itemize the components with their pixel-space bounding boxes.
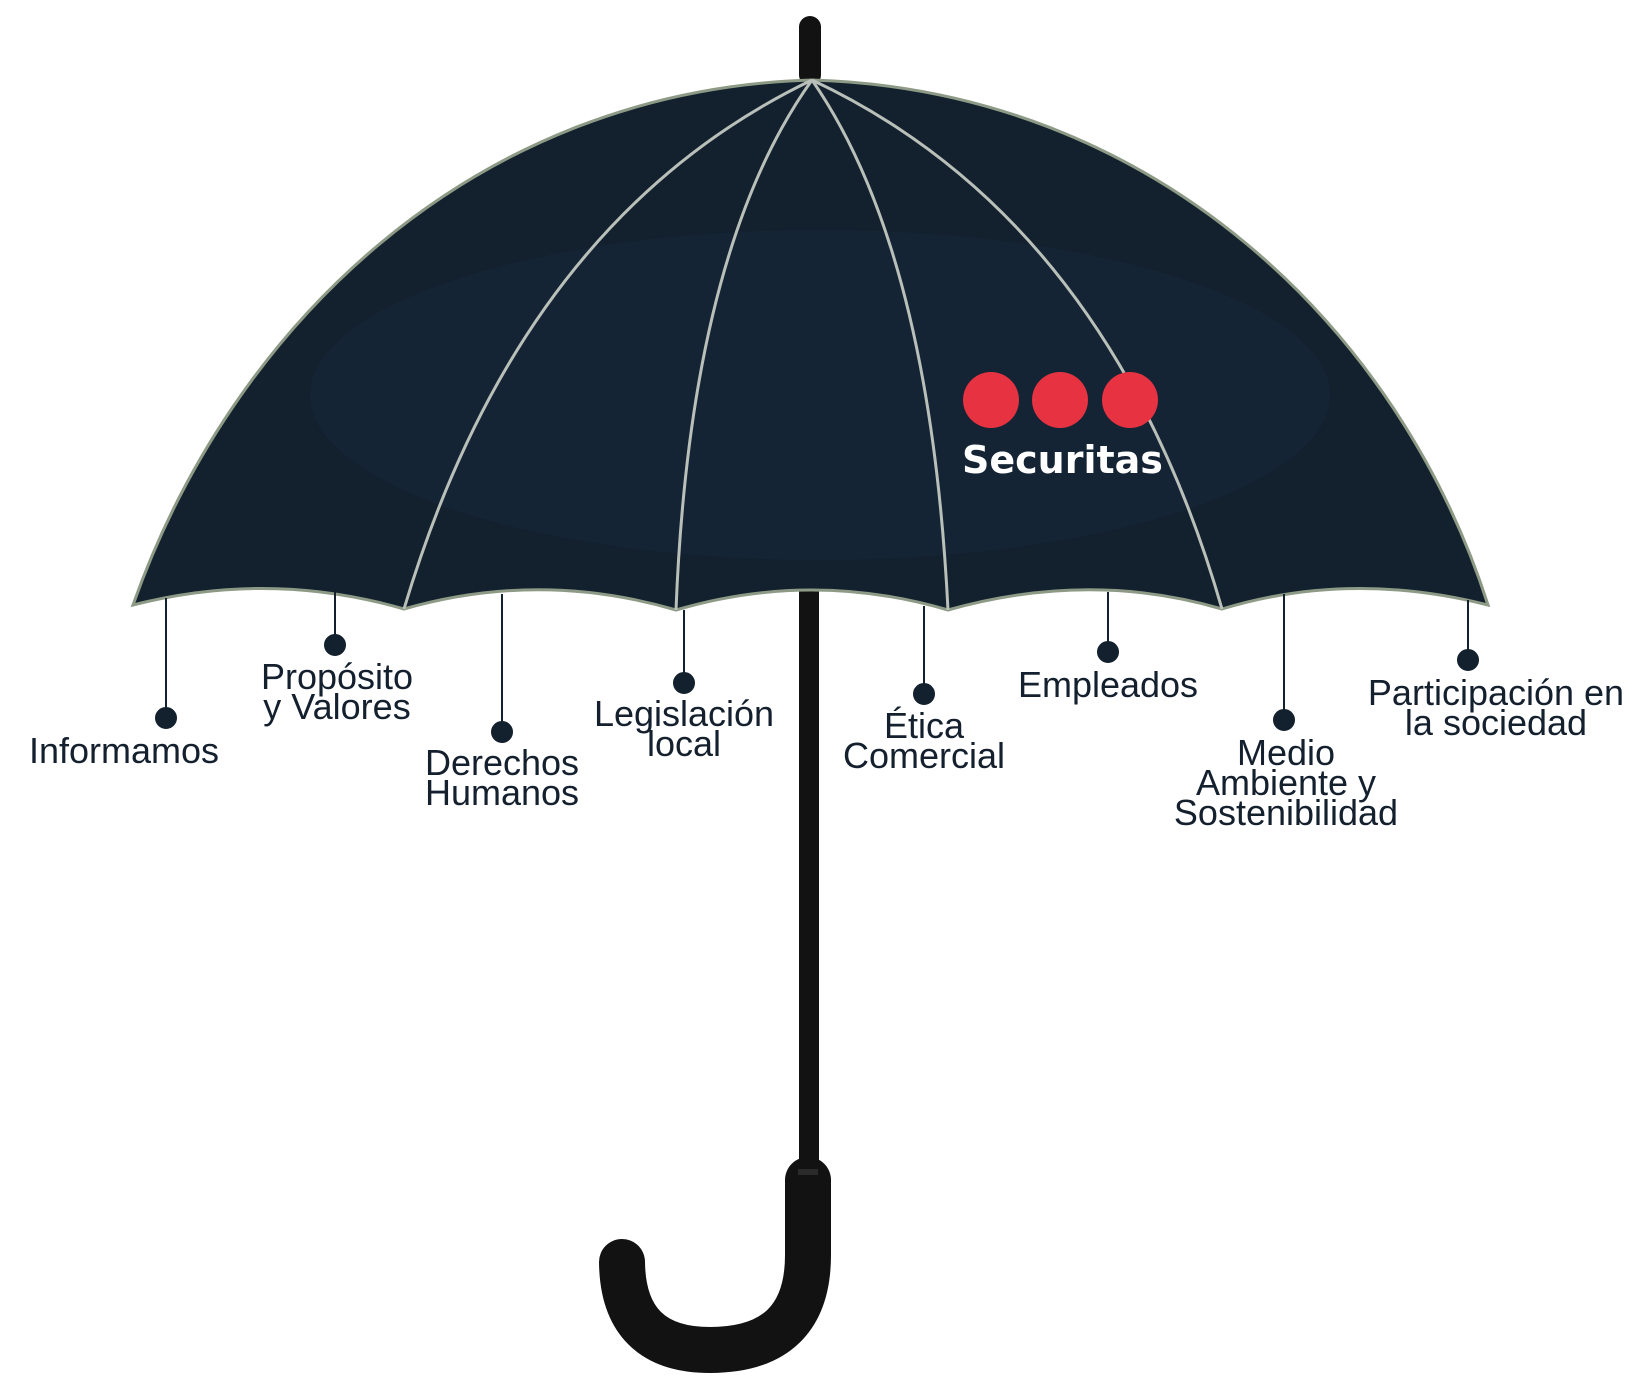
umbrella-ribs [402,78,1224,611]
label-medio: Medio Ambiente y Sostenibilidad [1173,732,1399,833]
label-informamos-line-1: Informamos [28,730,220,771]
label-derechos: Derechos Humanos [424,742,580,813]
label-etica-line-2: Comercial [842,735,1006,776]
label-etica-line-1: Ética [883,705,965,746]
label-medio-line-2: Ambiente y [1195,762,1377,803]
label-medio-line-3: Sostenibilidad [1173,792,1399,833]
canopy-highlight [310,230,1330,560]
umbrella-handle [599,1157,831,1374]
label-legislacion-line-2: local [646,723,722,764]
label-derechos-line-2: Humanos [424,772,580,813]
dot-medio [1273,709,1295,731]
umbrella-shaft [799,590,819,1190]
label-empleados-line-1: Empleados [1017,664,1199,705]
brand-dot-3 [1102,372,1158,428]
label-legislacion: Legislación local [593,693,775,764]
label-proposito: Propósito y Valores [260,656,414,727]
label-proposito-line-2: y Valores [263,686,411,727]
label-participacion-line-1: Participación en [1367,672,1625,713]
brand-name: Securitas [962,438,1163,482]
label-etica: Ética Comercial [842,705,1006,776]
brand-dot-2 [1032,372,1088,428]
label-participacion: Participación en la sociedad [1367,672,1625,743]
label-proposito-line-1: Propósito [260,656,414,697]
dot-participacion [1457,649,1479,671]
dot-derechos [491,721,513,743]
label-derechos-line-1: Derechos [424,742,580,783]
label-legislacion-line-1: Legislación [593,693,775,734]
brand-dot-1 [963,372,1019,428]
dot-etica [913,683,935,705]
umbrella-tip [799,16,821,86]
label-connectors [155,592,1479,743]
dot-legislacion [673,672,695,694]
label-medio-line-1: Medio [1236,732,1336,773]
dot-empleados [1097,641,1119,663]
dot-informamos [155,707,177,729]
label-participacion-line-2: la sociedad [1404,702,1588,743]
label-empleados: Empleados [1017,664,1199,705]
label-informamos: Informamos [28,730,220,771]
dot-proposito [324,634,346,656]
